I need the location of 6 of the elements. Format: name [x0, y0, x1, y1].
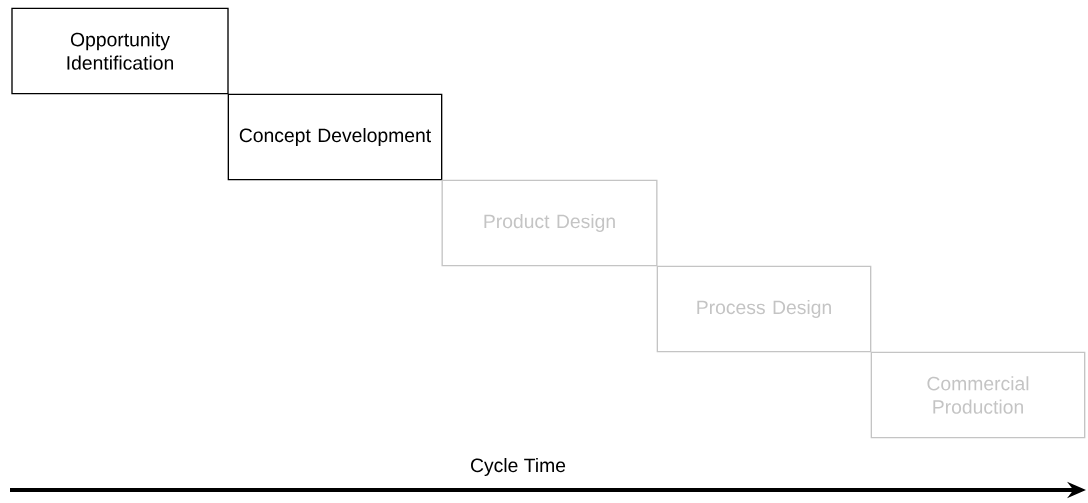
- process-box: Process Design: [656, 265, 872, 353]
- process-box: Concept Development: [227, 93, 443, 181]
- process-box: Product Design: [441, 179, 658, 267]
- process-box: Commercial Production: [870, 351, 1086, 439]
- axis-label: Cycle Time: [471, 458, 566, 476]
- process-box: Opportunity Identification: [11, 7, 229, 95]
